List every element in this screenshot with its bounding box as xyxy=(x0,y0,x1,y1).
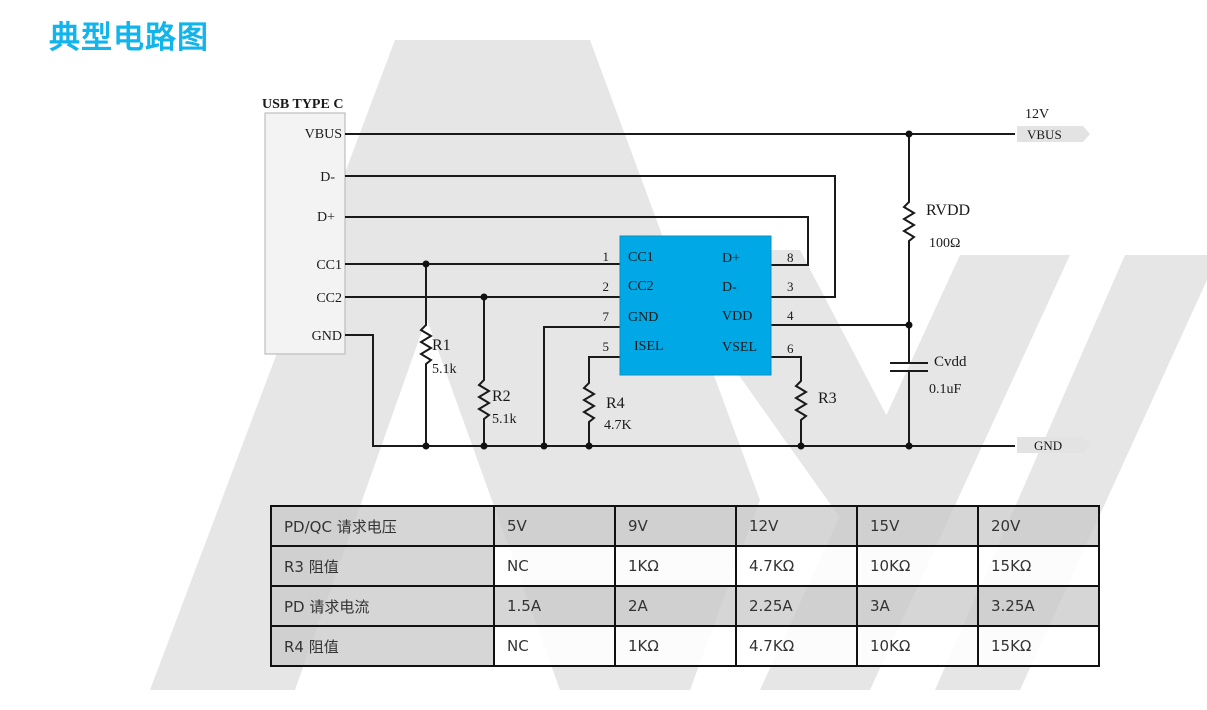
cvdd-label: Cvdd xyxy=(934,354,967,370)
config-table: PD/QC 请求电压 5V 9V 12V 15V 20V R3 阻值 NC 1K… xyxy=(270,505,1100,667)
row-header: PD/QC 请求电压 xyxy=(270,505,495,547)
gnd-port-label: GND xyxy=(1034,438,1062,453)
connector-pin-gnd: GND xyxy=(312,329,342,344)
resistor-rvdd xyxy=(902,134,916,363)
chip-pin-gnd: GND xyxy=(628,310,658,325)
rvdd-value: 100Ω xyxy=(929,236,960,251)
table-cell: 4.7KΩ xyxy=(735,625,858,667)
table-cell: 15KΩ xyxy=(977,545,1100,587)
chip-pin-dplus: D+ xyxy=(722,251,740,266)
chip-pin-num-6: 6 xyxy=(787,341,794,356)
table-cell: 1KΩ xyxy=(614,545,737,587)
r4-label: R4 xyxy=(606,395,625,412)
junction-dot xyxy=(905,321,913,329)
chip-pin-dminus: D- xyxy=(722,280,737,295)
table-cell: NC xyxy=(493,545,616,587)
connector-pin-cc2: CC2 xyxy=(316,291,342,306)
wire-dminus xyxy=(345,175,836,298)
table-cell: 3.25A xyxy=(977,585,1100,627)
connector-title: USB TYPE C xyxy=(262,97,343,112)
connector-pin-cc1: CC1 xyxy=(316,258,342,273)
junctions xyxy=(422,130,913,450)
table-cell: 10KΩ xyxy=(856,625,979,667)
chip-pin-num-7: 7 xyxy=(603,309,610,324)
table-cell: 1.5A xyxy=(493,585,616,627)
usb-type-c-connector xyxy=(264,112,346,355)
junction-dot xyxy=(422,260,430,268)
capacitor-cvdd xyxy=(890,362,928,446)
row-header: R3 阻值 xyxy=(270,545,495,587)
watermark-a-left-stroke xyxy=(150,40,525,690)
chip-pin-num-5: 5 xyxy=(603,339,610,354)
table-cell: 20V xyxy=(977,505,1100,547)
junction-dot xyxy=(585,442,593,450)
r3-label: R3 xyxy=(818,390,837,407)
table-row: R4 阻值 NC 1KΩ 4.7KΩ 10KΩ 15KΩ xyxy=(270,625,1100,667)
vbus-voltage: 12V xyxy=(1025,107,1049,122)
wire-chip-gnd xyxy=(543,326,620,446)
r4-value: 4.7K xyxy=(604,418,632,433)
ic-chip xyxy=(619,235,772,376)
wire-gnd-connector xyxy=(345,334,1015,447)
table-row: R3 阻值 NC 1KΩ 4.7KΩ 10KΩ 15KΩ xyxy=(270,545,1100,587)
junction-dot xyxy=(797,442,805,450)
vbus-port-tag xyxy=(1017,126,1090,142)
table-row: PD 请求电流 1.5A 2A 2.25A 3A 3.25A xyxy=(270,585,1100,627)
table-cell: 4.7KΩ xyxy=(735,545,858,587)
resistor-r3 xyxy=(771,356,808,446)
table-cell: 15V xyxy=(856,505,979,547)
connector-pin-dminus: D- xyxy=(320,170,335,185)
circuit-schematic: USB TYPE C VBUS D- D+ CC1 CC2 GND xyxy=(262,97,1090,453)
table-cell: 2A xyxy=(614,585,737,627)
r1-label: R1 xyxy=(432,337,451,354)
gnd-port-tag xyxy=(1017,437,1090,453)
junction-dot xyxy=(905,442,913,450)
junction-dot xyxy=(540,442,548,450)
table-cell: NC xyxy=(493,625,616,667)
chip-pin-num-8: 8 xyxy=(787,250,794,265)
chip-pin-num-2: 2 xyxy=(603,279,610,294)
page-title: 典型电路图 xyxy=(49,20,209,56)
chip-pin-num-1: 1 xyxy=(603,249,610,264)
table-cell: 10KΩ xyxy=(856,545,979,587)
chip-pin-isel: ISEL xyxy=(634,339,664,354)
r2-label: R2 xyxy=(492,388,511,405)
rvdd-label: RVDD xyxy=(926,202,970,219)
chip-pin-vdd: VDD xyxy=(722,309,752,324)
junction-dot xyxy=(905,130,913,138)
table-row: PD/QC 请求电压 5V 9V 12V 15V 20V xyxy=(270,505,1100,547)
junction-dot xyxy=(480,442,488,450)
row-header: PD 请求电流 xyxy=(270,585,495,627)
table-cell: 9V xyxy=(614,505,737,547)
connector-pin-vbus: VBUS xyxy=(305,127,342,142)
connector-pin-dplus: D+ xyxy=(317,210,335,225)
table-cell: 2.25A xyxy=(735,585,858,627)
junction-dot xyxy=(480,293,488,301)
vbus-port-label: VBUS xyxy=(1027,127,1062,142)
table-cell: 5V xyxy=(493,505,616,547)
junction-dot xyxy=(422,442,430,450)
chip-pin-num-3: 3 xyxy=(787,279,794,294)
r2-value: 5.1k xyxy=(492,412,517,427)
table-cell: 1KΩ xyxy=(614,625,737,667)
row-header: R4 阻值 xyxy=(270,625,495,667)
resistor-r4 xyxy=(582,356,620,446)
table-cell: 15KΩ xyxy=(977,625,1100,667)
wire-dplus xyxy=(345,216,809,266)
table-cell: 12V xyxy=(735,505,858,547)
chip-pin-cc2: CC2 xyxy=(628,279,654,294)
resistor-r2 xyxy=(477,297,491,446)
r1-value: 5.1k xyxy=(432,362,457,377)
wires xyxy=(345,133,1015,447)
chip-pin-cc1: CC1 xyxy=(628,250,654,265)
chip-pin-vsel: VSEL xyxy=(722,340,757,355)
resistor-r1 xyxy=(419,264,433,446)
table-cell: 3A xyxy=(856,585,979,627)
cvdd-value: 0.1uF xyxy=(929,382,962,397)
chip-pin-num-4: 4 xyxy=(787,308,794,323)
